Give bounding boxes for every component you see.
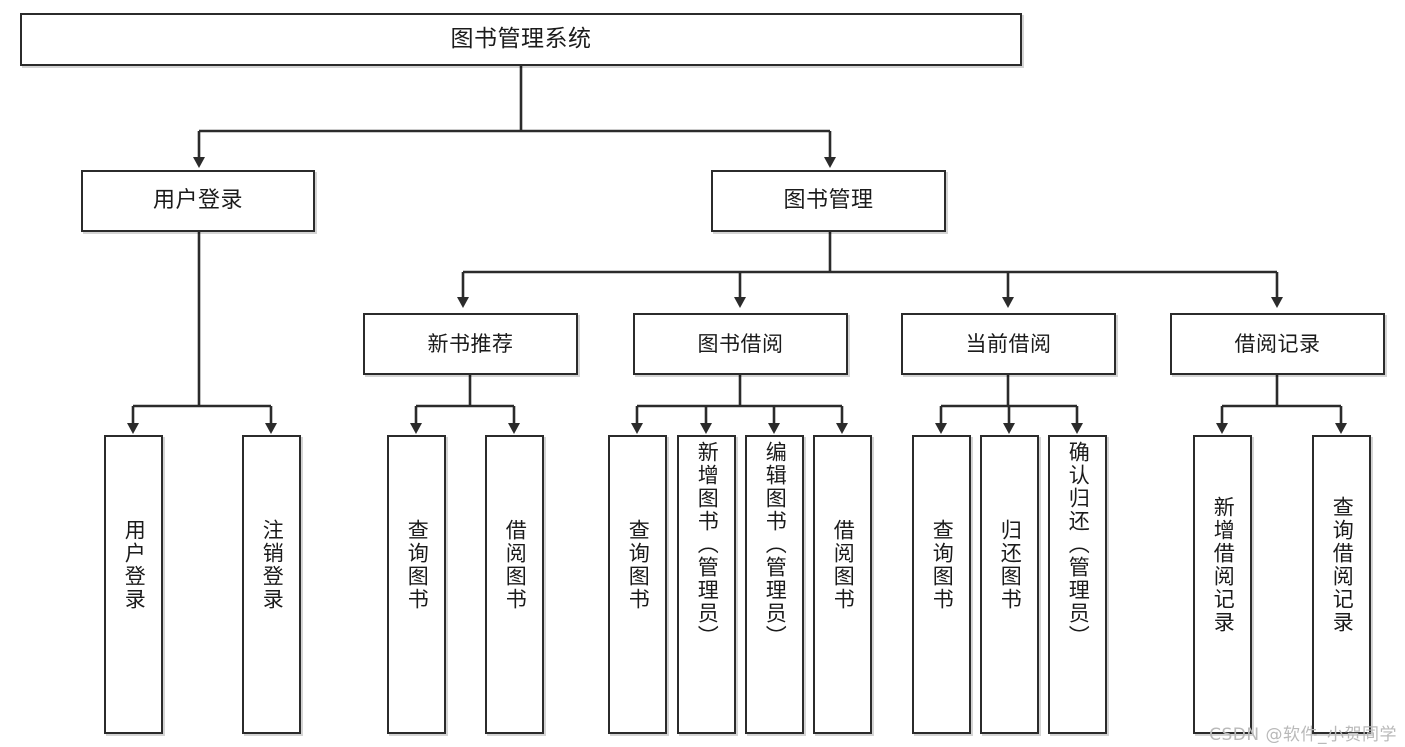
leaf-book-borrow-edit[interactable]: 编辑图书（管理员）: [745, 435, 804, 734]
leaf-user-login-login[interactable]: 用户登录: [104, 435, 163, 734]
node-label: 查询图书: [626, 519, 651, 611]
node-label: 图书借阅: [697, 331, 784, 356]
node-label: 借阅图书: [503, 519, 528, 611]
leaf-current-borrow-return[interactable]: 归还图书: [980, 435, 1039, 734]
node-label: 新书推荐: [427, 331, 514, 356]
node-book-management[interactable]: 图书管理: [711, 170, 946, 232]
leaf-borrow-record-add[interactable]: 新增借阅记录: [1193, 435, 1252, 734]
node-user-login[interactable]: 用户登录: [81, 170, 315, 232]
node-label: 用户登录: [122, 519, 147, 611]
node-label: 新增图书（管理员）: [695, 441, 720, 648]
watermark: CSDN @软件_小贺同学: [1209, 725, 1397, 745]
node-label: 编辑图书（管理员）: [763, 441, 788, 648]
node-borrow-record[interactable]: 借阅记录: [1170, 313, 1385, 375]
leaf-new-book-query[interactable]: 查询图书: [387, 435, 446, 734]
node-label: 新增借阅记录: [1211, 496, 1236, 634]
node-label: 借阅图书: [831, 519, 856, 611]
node-current-borrow[interactable]: 当前借阅: [901, 313, 1116, 375]
node-label: 借阅记录: [1234, 331, 1321, 356]
node-label: 确认归还（管理员）: [1066, 441, 1091, 648]
leaf-book-borrow-lend[interactable]: 借阅图书: [813, 435, 872, 734]
node-label: 注销登录: [260, 519, 285, 611]
leaf-user-login-logout[interactable]: 注销登录: [242, 435, 301, 734]
leaf-current-borrow-confirm-return[interactable]: 确认归还（管理员）: [1048, 435, 1107, 734]
node-new-book-recommend[interactable]: 新书推荐: [363, 313, 578, 375]
node-label: 查询借阅记录: [1330, 496, 1355, 634]
leaf-current-borrow-query[interactable]: 查询图书: [912, 435, 971, 734]
leaf-new-book-borrow[interactable]: 借阅图书: [485, 435, 544, 734]
leaf-book-borrow-add[interactable]: 新增图书（管理员）: [677, 435, 736, 734]
leaf-book-borrow-query[interactable]: 查询图书: [608, 435, 667, 734]
node-label: 图书管理: [783, 188, 874, 214]
node-book-borrow[interactable]: 图书借阅: [633, 313, 848, 375]
node-label: 归还图书: [998, 519, 1023, 611]
node-root-system[interactable]: 图书管理系统: [20, 13, 1022, 66]
node-label: 查询图书: [930, 519, 955, 611]
leaf-borrow-record-query[interactable]: 查询借阅记录: [1312, 435, 1371, 734]
node-label: 查询图书: [405, 519, 430, 611]
node-label: 用户登录: [152, 188, 243, 214]
node-label: 当前借阅: [965, 331, 1052, 356]
node-label: 图书管理系统: [450, 26, 592, 53]
